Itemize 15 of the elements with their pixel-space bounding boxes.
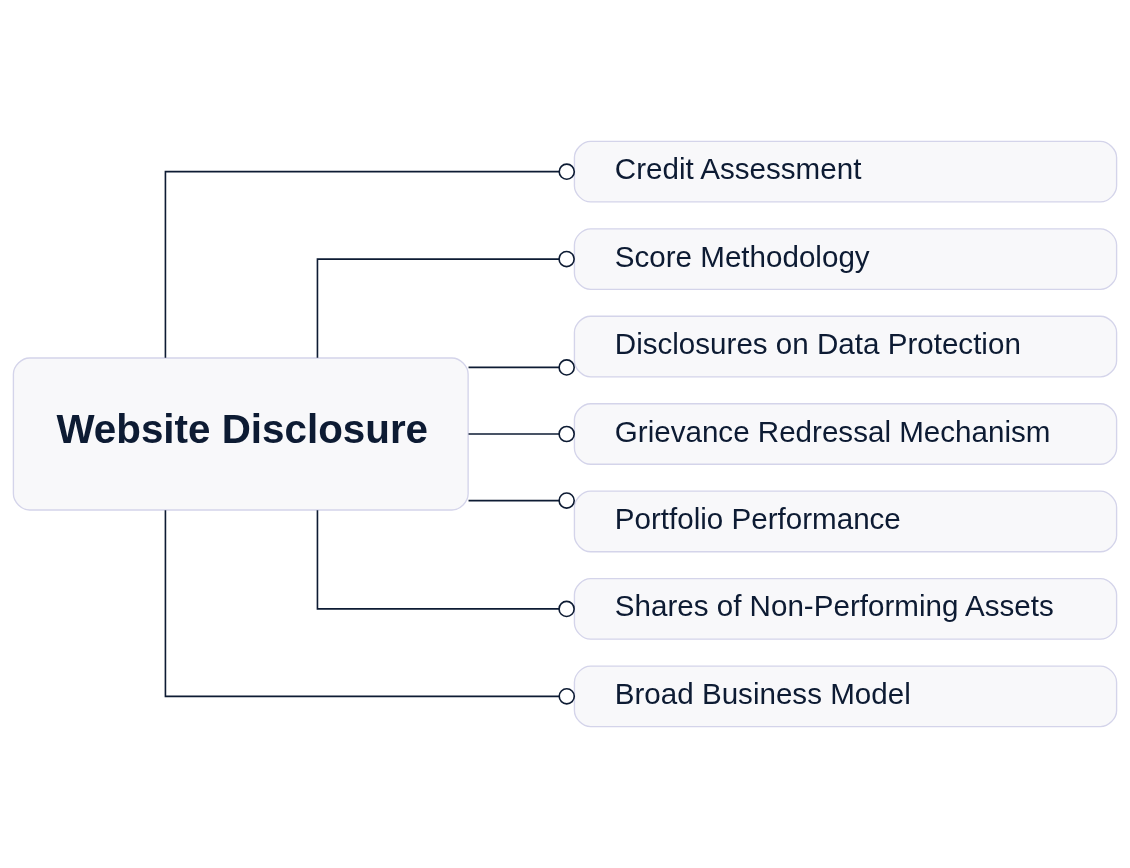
node-box: Portfolio Performance xyxy=(573,490,1118,553)
connector xyxy=(164,509,576,705)
connector xyxy=(467,425,575,443)
node-box: Broad Business Model xyxy=(573,665,1118,728)
node-box: Score Methodology xyxy=(573,228,1118,291)
node-box: Disclosures on Data Protection xyxy=(573,315,1118,378)
node-box: Credit Assessment xyxy=(573,140,1118,203)
node-box: Shares of Non-Performing Assets xyxy=(573,577,1118,640)
connector xyxy=(467,359,575,376)
connector xyxy=(316,250,575,359)
connector xyxy=(316,509,575,618)
node-box: Website Disclosure xyxy=(12,357,469,511)
connector xyxy=(164,163,576,359)
connector xyxy=(467,492,575,509)
node-box: Grievance Redressal Mechanism xyxy=(573,403,1118,465)
